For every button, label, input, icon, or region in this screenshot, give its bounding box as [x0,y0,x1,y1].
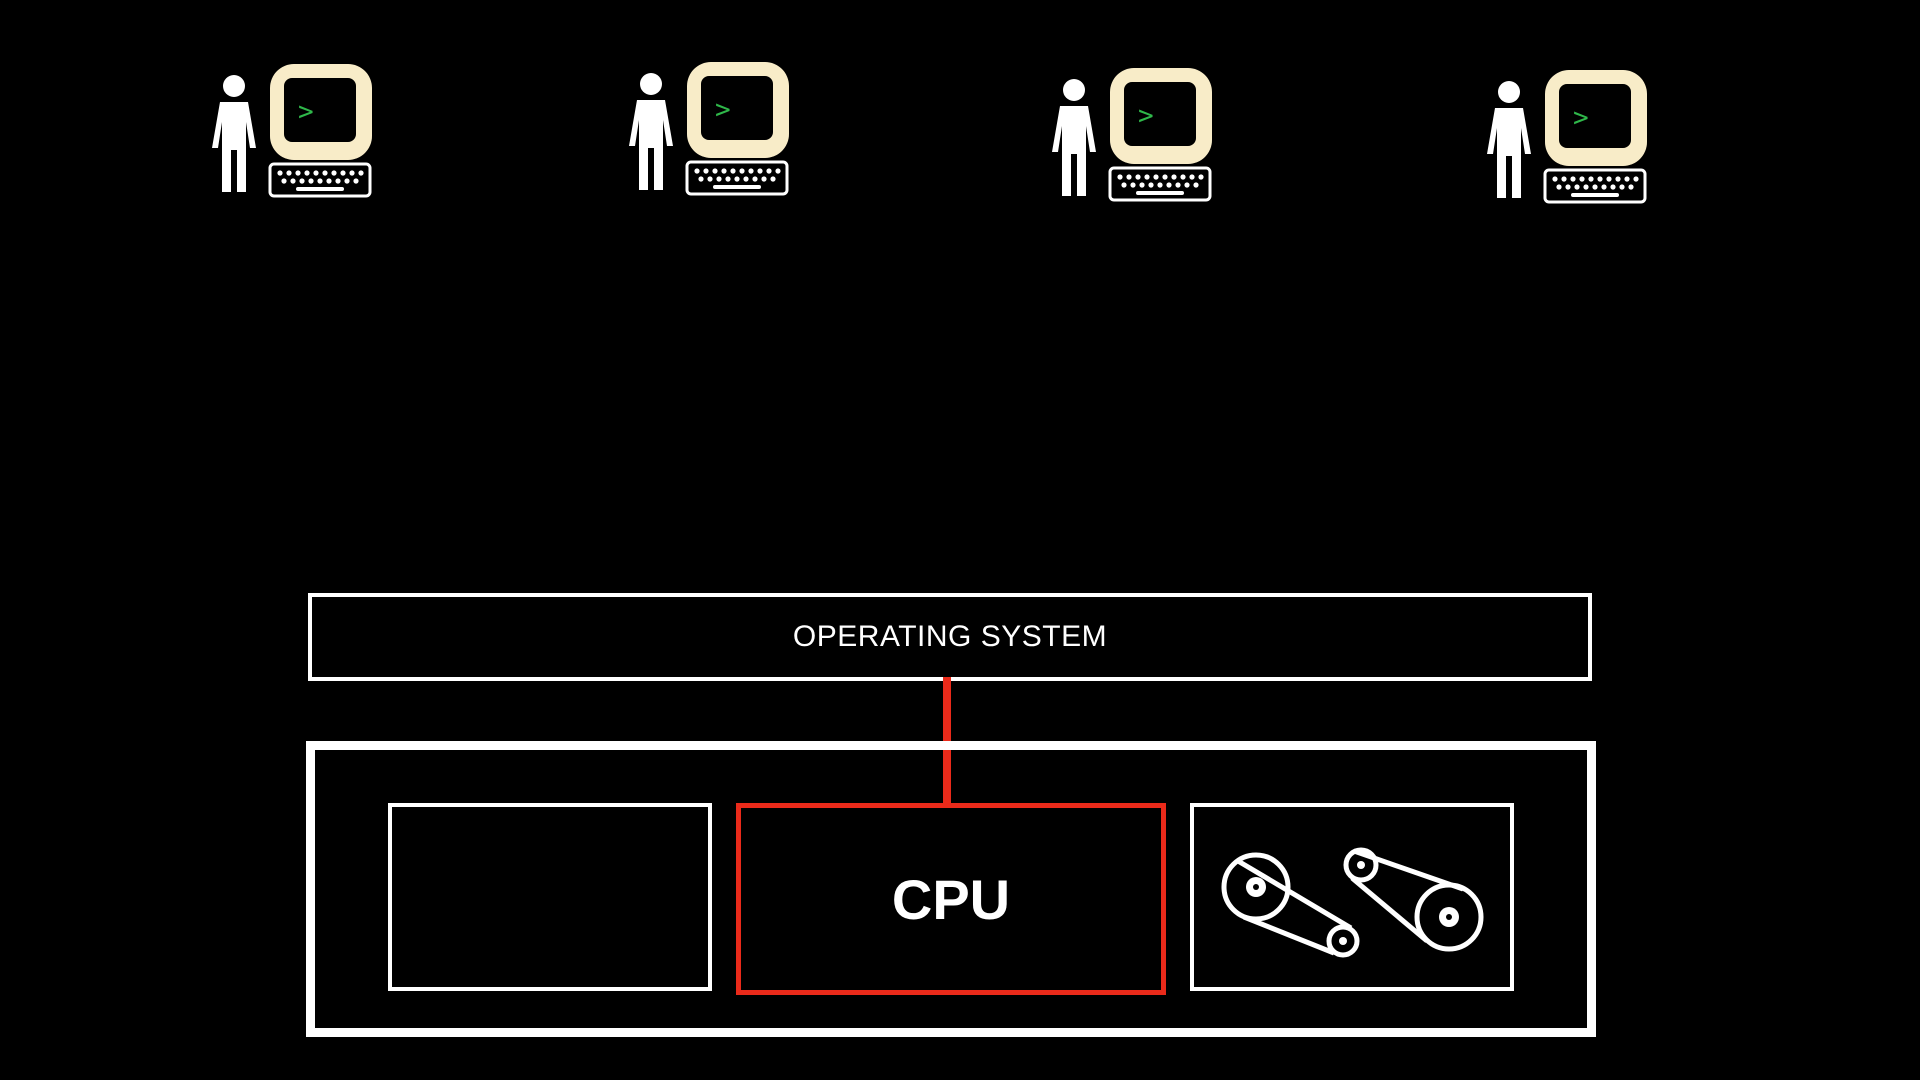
operating-system-box: OPERATING SYSTEM [308,593,1592,681]
user-terminal-3: > [1040,62,1220,212]
computer-monitor-icon: > [270,64,372,160]
computer-monitor-icon: > [1545,70,1647,166]
cpu-label: CPU [891,867,1011,931]
svg-text:>: > [1138,101,1154,131]
keyboard-icon [1108,166,1212,202]
person-icon [1487,81,1531,198]
person-icon [212,75,256,192]
person-icon [1052,79,1096,196]
svg-text:>: > [298,97,314,127]
keyboard-icon [685,160,789,196]
person-icon [629,73,673,190]
cpu-box: CPU [736,803,1166,995]
keyboard-icon [268,162,372,198]
user-terminal-icon: > [1487,70,1647,204]
tape-drive-reels-icon [1221,847,1484,958]
user-terminal-4: > [1475,64,1655,214]
user-terminal-1: > [200,58,380,208]
operating-system-label: OPERATING SYSTEM [792,620,1108,653]
os-cpu-connector [943,677,951,804]
memory-box [388,803,712,991]
device-box [1190,803,1514,991]
user-terminal-icon: > [1052,68,1212,202]
hardware-box [306,741,1596,1037]
computer-monitor-icon: > [1110,68,1212,164]
user-terminal-icon: > [212,64,372,198]
keyboard-icon [1543,168,1647,204]
svg-text:>: > [1573,103,1589,133]
user-terminal-icon: > [629,62,789,196]
computer-monitor-icon: > [687,62,789,158]
user-terminal-2: > [617,56,797,206]
svg-text:>: > [715,95,731,125]
